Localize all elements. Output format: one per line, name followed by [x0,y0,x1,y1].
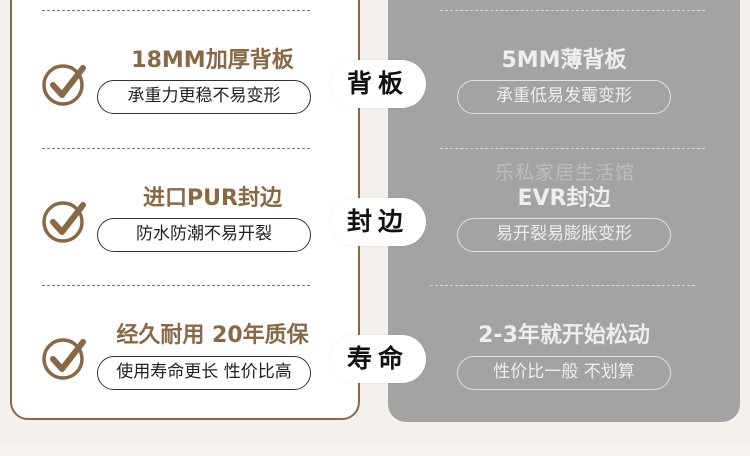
divider [440,10,705,11]
left-title: 经久耐用 20年质保 [116,323,309,348]
recommended-panel [10,0,360,420]
left-desc-pill: 承重力更稳不易变形 [97,80,311,114]
left-title: 进口PUR封边 [143,186,282,211]
left-title: 18MM加厚背板 [131,48,294,73]
bottom-strip [0,444,750,456]
left-desc-pill: 使用寿命更长 性价比高 [97,356,311,390]
check-circle-icon [40,60,88,108]
right-desc-pill: 性价比一般 不划算 [457,356,671,390]
category-label: 寿命 [330,335,426,383]
divider [42,285,310,286]
right-title: EVR封边 [517,186,611,211]
right-title: 5MM薄背板 [501,48,627,73]
left-desc-pill: 防水防潮不易开裂 [97,218,311,252]
category-label: 背板 [330,60,426,108]
right-desc-pill: 易开裂易膨胀变形 [457,218,671,252]
category-label: 封边 [330,198,426,246]
check-circle-icon [40,197,88,245]
watermark: 乐私家居生活馆 [495,162,636,184]
divider [430,285,695,286]
right-title: 2-3年就开始松动 [478,323,650,348]
comparison-panel [388,0,740,422]
right-desc-pill: 承重低易发霉变形 [457,80,671,114]
check-circle-icon [40,334,88,382]
divider [42,10,310,11]
divider [440,148,705,149]
divider [42,148,310,149]
